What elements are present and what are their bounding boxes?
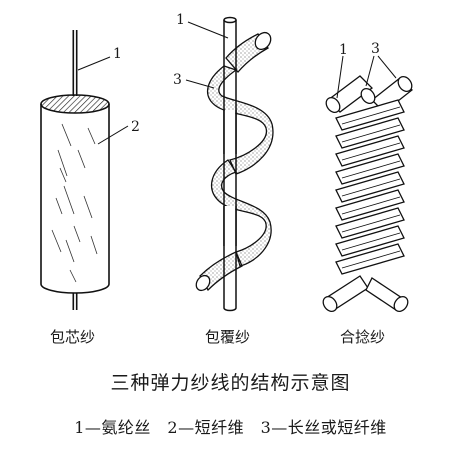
fiber-streaks xyxy=(51,123,98,283)
callout-line-ply-3a xyxy=(365,55,375,87)
covered-wrap-band-2 xyxy=(210,159,272,267)
callout-label-2: 2 xyxy=(131,119,140,135)
callout-label-cov-1: 1 xyxy=(176,12,185,28)
caption-core-spun: 包芯纱 xyxy=(50,328,96,346)
plied-strand-head-left xyxy=(325,75,373,113)
covered-wrap-end-bottom xyxy=(195,274,211,292)
covered-yarn-drawing: 1 3 xyxy=(173,12,274,312)
covered-wrap-bottom-tail xyxy=(199,251,243,292)
callout-line-ply-1 xyxy=(336,55,344,99)
caption-plied: 合捻纱 xyxy=(340,328,386,346)
covered-core-top xyxy=(223,16,237,24)
plied-coil xyxy=(335,99,405,275)
diagram-legend: 1—氨纶丝 2—短纤维 3—长丝或短纤维 xyxy=(74,418,387,437)
callout-label-ply-1: 1 xyxy=(339,42,348,58)
plied-tail-right xyxy=(365,277,409,312)
callout-line-2 xyxy=(97,125,129,145)
callout-line-1 xyxy=(77,56,111,71)
core-spun-yarn-drawing: 1 2 xyxy=(40,30,140,310)
caption-covered: 包覆纱 xyxy=(205,328,251,346)
callout-label-cov-3: 3 xyxy=(173,72,182,88)
callout-line-ply-3b xyxy=(377,55,397,79)
diagram-title: 三种弹力纱线的结构示意图 xyxy=(110,372,351,394)
covered-wrap-band-1 xyxy=(206,65,274,175)
callout-line-cov-3 xyxy=(185,79,215,89)
callout-line-cov-1 xyxy=(187,21,229,39)
plied-coil-inner-lines xyxy=(341,106,401,269)
covered-wrap-end-top xyxy=(254,31,272,51)
staple-fiber-cylinder xyxy=(40,104,110,294)
callout-label-1: 1 xyxy=(113,46,122,62)
plied-tail-left xyxy=(322,275,369,312)
plied-yarn-drawing: 1 3 xyxy=(322,41,413,312)
cylinder-top-face xyxy=(40,94,110,114)
callout-label-ply-3: 3 xyxy=(371,41,380,57)
plied-strand-end-mid xyxy=(360,88,376,104)
